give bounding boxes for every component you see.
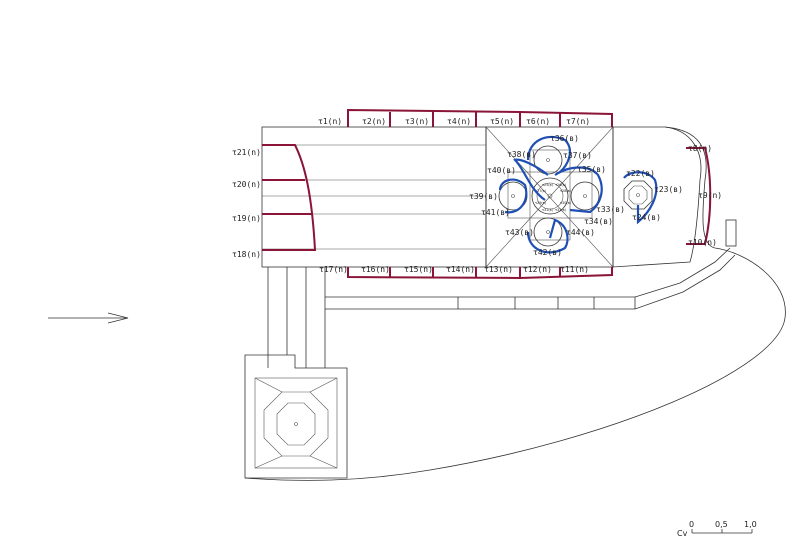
label-t42: τ42(в): [533, 248, 562, 257]
wall-labels: τ1(n) τ2(n) τ3(n) τ4(n) τ5(n) τ6(n) τ7(n…: [232, 117, 722, 274]
label-t17: τ17(n): [319, 265, 348, 274]
label-t38: τ38(в): [507, 150, 536, 159]
svg-text:τ27(в): τ27(в): [535, 189, 547, 193]
svg-text:τ25(в): τ25(в): [542, 183, 554, 187]
label-t1: τ1(n): [318, 117, 342, 126]
svg-text:τ30(в): τ30(в): [560, 201, 572, 205]
label-t24: τ24(в): [632, 213, 661, 222]
apse-block: [612, 126, 702, 268]
label-t23: τ23(в): [654, 185, 683, 194]
entrance-arrow: [48, 312, 129, 324]
label-t44: τ44(в): [566, 228, 595, 237]
svg-text:τ28(в): τ28(в): [560, 189, 572, 193]
corridor: [267, 219, 737, 368]
label-t41: τ41(в): [481, 208, 510, 217]
dome-annotations: τ25(в) τ26(в) τ27(в) τ28(в) τ29(в) τ30(в…: [535, 183, 572, 212]
label-t2: τ2(n): [362, 117, 386, 126]
domes: [498, 145, 653, 247]
central-diagonals: [485, 126, 614, 268]
label-t37: τ37(в): [563, 151, 592, 160]
label-t19: τ19(n): [232, 214, 261, 223]
label-t6: τ6(n): [526, 117, 550, 126]
label-t13: τ13(n): [484, 265, 513, 274]
svg-text:τ26(в): τ26(в): [555, 183, 567, 187]
label-t43: τ43(в): [505, 228, 534, 237]
bell-tower: [244, 354, 348, 479]
site-boundary: [244, 126, 786, 481]
interior-wall-traces: [498, 135, 658, 254]
narthex-lines: [262, 144, 486, 250]
scale-bar: Cv 0 0,5 1,0: [677, 520, 757, 538]
scale-tick-1: 0,5: [715, 520, 728, 529]
label-t33: τ33(в): [596, 205, 625, 214]
label-t14: τ14(n): [446, 265, 475, 274]
scale-label: Cv: [677, 529, 688, 538]
label-t11: τ11(n): [560, 265, 589, 274]
apse-octagon: [623, 180, 653, 210]
label-t3: τ3(n): [405, 117, 429, 126]
label-t10: τ10(n): [688, 238, 717, 247]
dome-central: [531, 177, 569, 215]
dome-south: [533, 217, 563, 247]
label-t16: τ16(n): [361, 265, 390, 274]
label-t22: τ22(в): [626, 169, 655, 178]
exterior-wall-traces: [262, 108, 712, 280]
scale-tick-2: 1,0: [744, 520, 757, 529]
label-t9: τ9(n): [698, 191, 722, 200]
label-t36: τ36(в): [550, 134, 579, 143]
label-t39: τ39(в): [469, 192, 498, 201]
label-t20: τ20(n): [232, 180, 261, 189]
label-t8: τ8(n): [688, 144, 712, 153]
label-t21: τ21(n): [232, 148, 261, 157]
label-t4: τ4(n): [447, 117, 471, 126]
dome-east: [570, 181, 600, 211]
label-t18: τ18(n): [232, 250, 261, 259]
svg-text:τ31(в): τ31(в): [542, 208, 554, 212]
label-t5: τ5(n): [490, 117, 514, 126]
label-t12: τ12(n): [523, 265, 552, 274]
scale-tick-0: 0: [689, 520, 694, 529]
label-t40: τ40(в): [487, 166, 516, 175]
svg-text:τ29(в): τ29(в): [535, 201, 547, 205]
label-t35: τ35(в): [577, 165, 606, 174]
label-t34: τ34(в): [584, 217, 613, 226]
label-t7: τ7(n): [566, 117, 590, 126]
svg-text:τ32(в): τ32(в): [555, 208, 567, 212]
label-t15: τ15(n): [404, 265, 433, 274]
